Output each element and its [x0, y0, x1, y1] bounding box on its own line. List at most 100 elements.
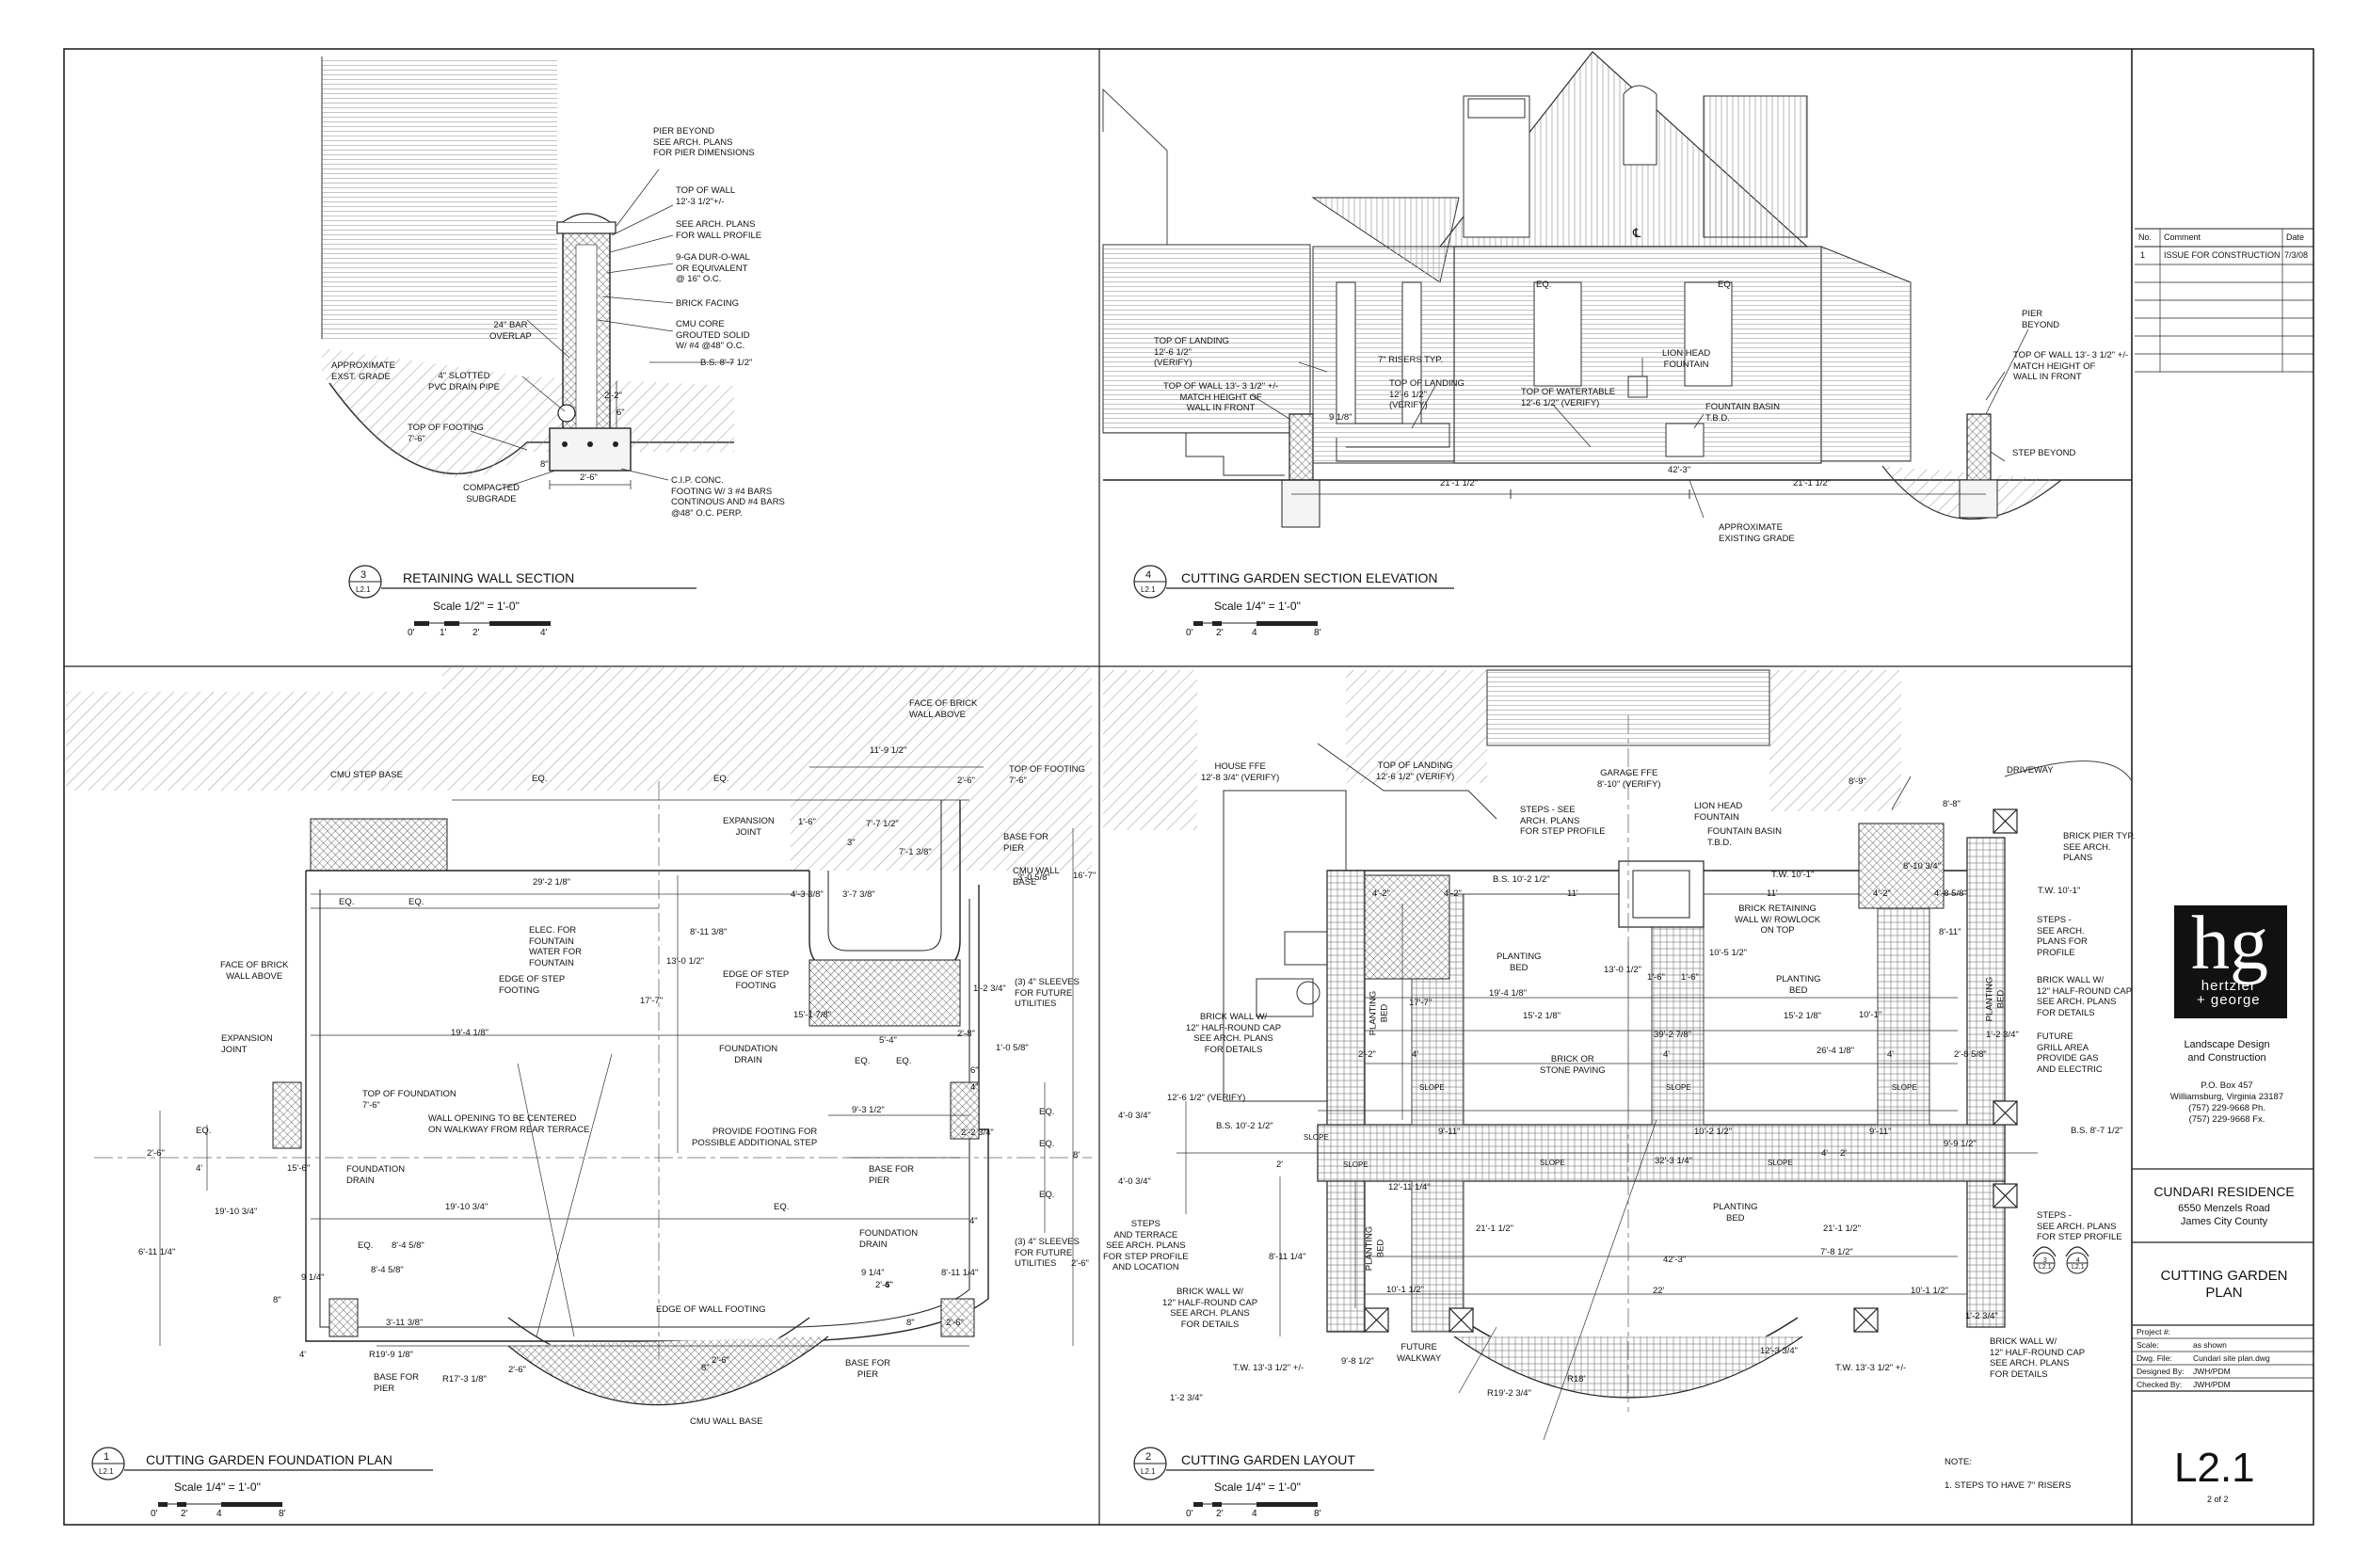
centerline-label: ℄: [1633, 226, 1641, 240]
dim: 9'-8 1/2": [1341, 1356, 1374, 1367]
note: 4" SLOTTED PVC DRAIN PIPE: [428, 371, 501, 392]
note: APPROXIMATE EXST. GRADE: [331, 360, 395, 382]
note: FACE OF BRICK WALL ABOVE: [909, 698, 978, 720]
dim: 8": [273, 1295, 281, 1305]
dim: 4'-0 3/4": [1118, 1111, 1151, 1121]
view2-sheet: L2.1: [1141, 1467, 1156, 1476]
dim: EQ.: [713, 774, 729, 784]
dim: 3": [847, 838, 856, 848]
sheet-of: 2 of 2: [2207, 1495, 2229, 1504]
dim: EQ.: [408, 897, 424, 907]
dim: 29'-2 1/8": [533, 877, 571, 888]
view2-tick-1: 2': [1216, 1509, 1224, 1519]
note: BRICK FACING: [676, 298, 740, 309]
dim: 2'-2 3/4": [961, 1128, 994, 1138]
dim: 39'-2 7/8": [1654, 1030, 1692, 1040]
note: CMU CORE GROUTED SOLID W/ #4 @48" O.C.: [676, 319, 750, 351]
dim: 42'-3": [1663, 1255, 1687, 1265]
dim: 10'-1 1/2": [1386, 1285, 1425, 1295]
note: EXPANSION JOINT: [723, 816, 775, 838]
dim: 1'-2 3/4": [1965, 1311, 1998, 1321]
note: TOP OF FOUNDATION 7'-6": [362, 1089, 456, 1111]
info-label: Checked By:: [2137, 1380, 2183, 1389]
view1-number: 1: [104, 1451, 110, 1463]
note: BASE FOR PIER: [869, 1164, 915, 1186]
dim: 8'-4 5/8": [392, 1240, 424, 1251]
rev-row-comment: ISSUE FOR CONSTRUCTION: [2164, 250, 2281, 260]
dim: 19'-4 1/8": [451, 1028, 489, 1038]
dim: 10'-1 1/2": [1911, 1286, 1949, 1296]
view3-tick-2: 2': [472, 628, 480, 638]
dim: 4'-8 5/8": [1934, 888, 1967, 899]
view3-tick-3: 4': [540, 628, 548, 638]
dim: 1'-6": [1681, 972, 1699, 983]
view1-tick-0: 0': [151, 1509, 158, 1519]
note: FOUNTAIN BASIN T.B.D.: [1705, 402, 1780, 424]
logo-box: [2174, 905, 2287, 1018]
dim: 1'-0 5/8": [996, 1043, 1029, 1053]
note: PIER BEYOND SEE ARCH. PLANS FOR PIER DIM…: [653, 126, 755, 158]
note: T.W. 13'-3 1/2" +/-: [1233, 1363, 1305, 1373]
view2-number: 2: [1145, 1451, 1152, 1463]
note: BASE FOR PIER: [845, 1358, 891, 1380]
dim: 4': [1663, 1049, 1671, 1060]
drawing-title: CUTTING GARDEN PLAN: [2160, 1268, 2288, 1301]
dim: 21'-1 1/2": [1440, 478, 1479, 488]
dim: 1'-2 3/4": [973, 984, 1006, 994]
info-label: Scale:: [2137, 1340, 2159, 1350]
note: T.W. 13'-3 1/2" +/-: [1835, 1363, 1907, 1373]
info-value: JWH/PDM: [2193, 1380, 2231, 1389]
dim: 32'-3 1/4": [1655, 1156, 1693, 1166]
dim: 2'-2": [604, 391, 622, 401]
dim: 15'-2 1/8": [1523, 1011, 1561, 1021]
dim: 8'-4 5/8": [371, 1265, 404, 1275]
dim: R18': [1567, 1374, 1586, 1384]
note: TOP OF WALL 12'-3 1/2"+/-: [676, 185, 736, 207]
dim: 4'-2": [1372, 888, 1390, 899]
dim: 2'-6": [508, 1365, 526, 1375]
dim: 19'-4 1/8": [1489, 988, 1528, 999]
section-elevation-drawing: [1102, 51, 2132, 626]
dim: 3'-0 5/8": [1017, 872, 1050, 883]
note: GARAGE FFE 8'-10" (VERIFY): [1597, 768, 1661, 790]
note: STEPS AND TERRACE SEE ARCH. PLANS FOR ST…: [1103, 1219, 1189, 1272]
dim: 9 1/4": [301, 1272, 325, 1283]
slope-label: SLOPE: [1419, 1083, 1445, 1092]
dim: 2'-6": [712, 1355, 729, 1366]
note: TOP OF FOOTING 7'-6": [1009, 764, 1085, 786]
dim: 4': [885, 1280, 892, 1290]
note: TOP OF FOOTING 7'-6": [408, 423, 484, 444]
dim: 8'-11": [1939, 927, 1961, 937]
dim: 2'-6": [147, 1148, 165, 1159]
note: EDGE OF STEP FOOTING: [499, 974, 566, 996]
note: BASE FOR PIER: [374, 1372, 420, 1394]
dim: 1'-6": [1647, 972, 1665, 983]
note: BRICK RETAINING WALL W/ ROWLOCK ON TOP: [1735, 904, 1821, 936]
slope-label: SLOPE: [1892, 1083, 1917, 1092]
rev-header-no: No.: [2138, 232, 2153, 242]
view1-sheet: L2.1: [99, 1467, 114, 1476]
dim: 8'-11 1/4": [1269, 1252, 1306, 1262]
dim: R19'-2 3/4": [1487, 1388, 1531, 1399]
view1-tick-3: 8': [279, 1509, 286, 1519]
view3-number: 3: [360, 569, 367, 581]
dim: 9'-3 1/2": [852, 1105, 885, 1115]
view2-tick-2: 4: [1252, 1509, 1257, 1519]
section-ref: 3 L2.1: [2039, 1257, 2052, 1271]
dim: 6": [616, 408, 625, 418]
layout-plan-drawing: [1103, 669, 2133, 1507]
dim: 1'-6": [798, 817, 816, 827]
dim: 21'-1 1/2": [1793, 478, 1832, 488]
dim: 4': [1887, 1049, 1895, 1060]
dim: 2'-6": [957, 776, 975, 786]
dim: 2'-8": [957, 1029, 975, 1039]
rev-row-date: 7/3/08: [2284, 250, 2309, 260]
company-address: P.O. Box 457 Williamsburg, Virginia 2318…: [2169, 1080, 2284, 1125]
dim: 8'-10 3/4": [1903, 861, 1942, 872]
note: LION HEAD FOUNTAIN: [1694, 801, 1743, 823]
dim: 17'-7": [1409, 998, 1433, 1008]
note: STEP BEYOND: [2012, 448, 2076, 458]
dim: EQ.: [532, 774, 548, 784]
slope-label: SLOPE: [1666, 1083, 1691, 1092]
